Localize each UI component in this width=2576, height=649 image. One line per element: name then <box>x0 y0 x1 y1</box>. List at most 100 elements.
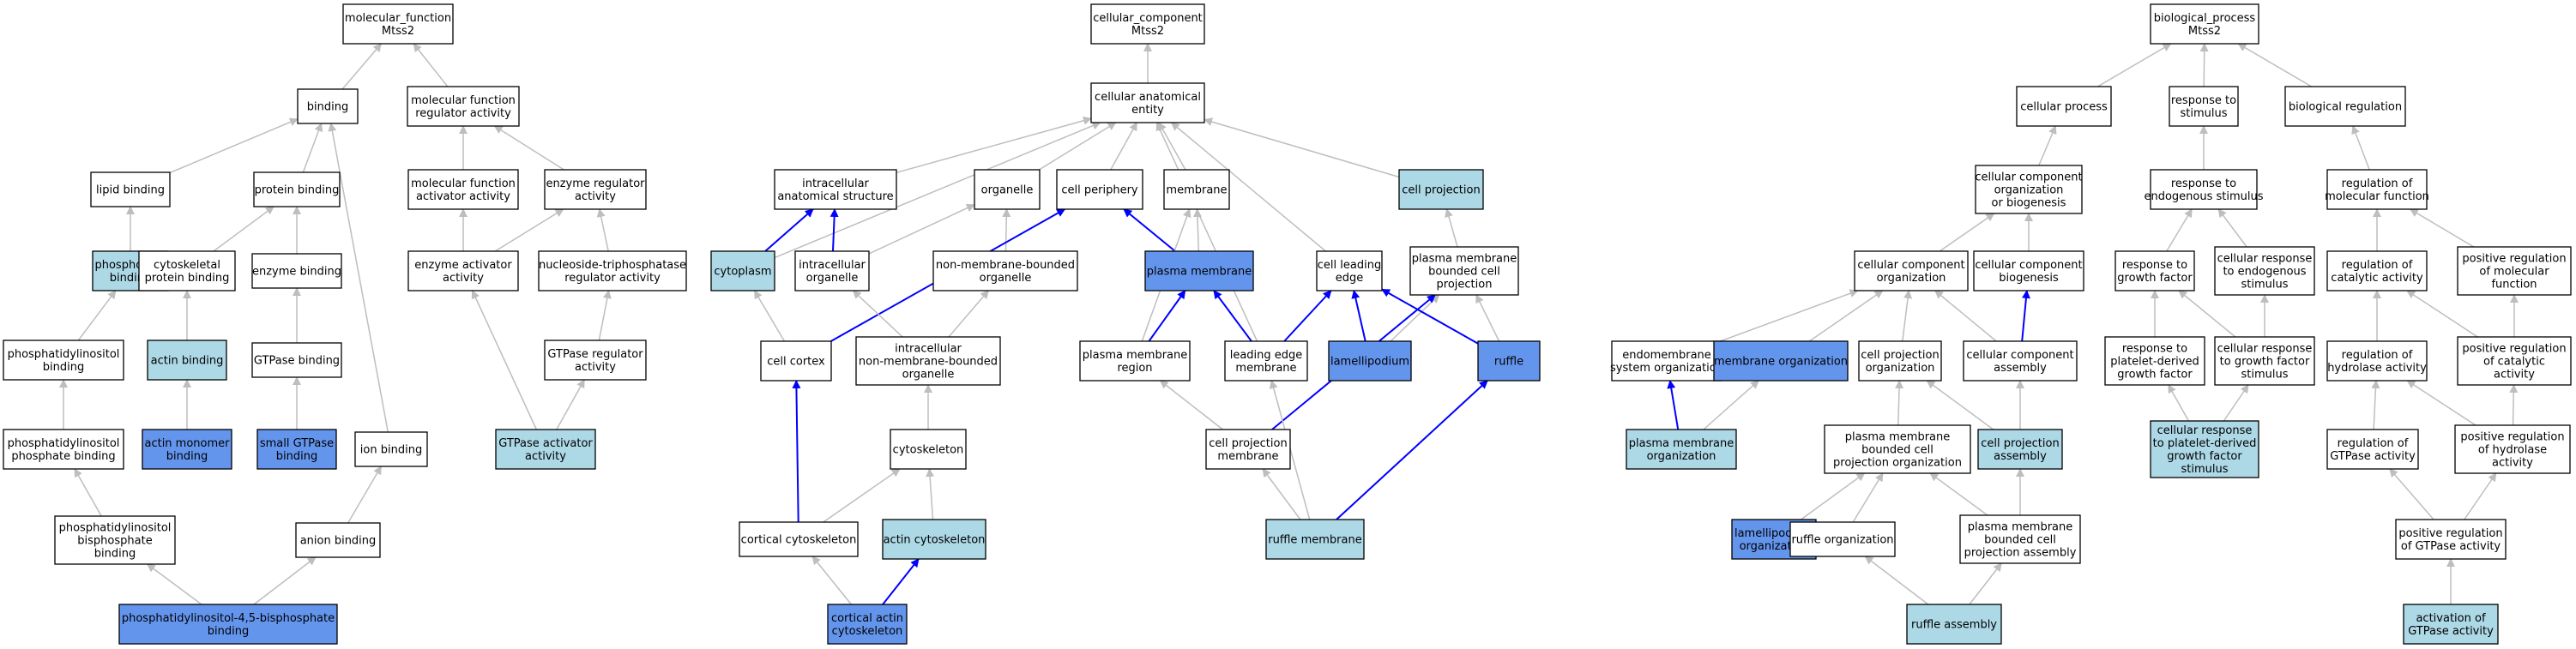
edge-pmbcpo-to-cp_org <box>1895 380 1904 426</box>
edge-cort_cyto-to-cytoskeleton <box>823 468 901 523</box>
node-bio-reg[interactable]: biological regulation <box>2284 86 2406 127</box>
node-mem-org[interactable]: membrane organization <box>1713 340 1849 382</box>
node-protein-binding[interactable]: protein binding <box>253 171 341 207</box>
node-box <box>256 429 337 470</box>
node-organelle[interactable]: organelle <box>974 169 1041 210</box>
node-ruffle-asm[interactable]: ruffle assembly <box>1906 604 2002 645</box>
node-cortex[interactable]: cell cortex <box>760 340 832 382</box>
node-label-line: of GTPase activity <box>2401 540 2501 553</box>
node-cytoskeleton[interactable]: cytoskeleton <box>890 429 967 470</box>
node-lipid-binding[interactable]: lipid binding <box>90 171 171 207</box>
edge-reg_mf-to-bio_reg <box>2351 125 2370 171</box>
node-label-line: lipid binding <box>96 184 165 197</box>
node-actin-binding[interactable]: actin binding <box>147 340 227 381</box>
edge-cr_pdgf-to-cr_gf <box>2223 384 2249 422</box>
node-binding[interactable]: binding <box>297 88 359 124</box>
node-enzyme-binding[interactable]: enzyme binding <box>251 253 342 289</box>
node-label-line: endogenous stimulus <box>2144 190 2263 203</box>
edge-lamellipodium-to-leading_edge <box>1351 290 1366 342</box>
edge-pmbcpa-to-pmbcpo <box>1929 472 1988 516</box>
node-cytoplasm[interactable]: cytoplasm <box>710 250 775 291</box>
node-pip2[interactable]: phosphatidylinositol-4,5-bisphosphatebin… <box>118 604 338 645</box>
node-anion-binding[interactable]: anion binding <box>295 522 381 558</box>
node-label-line: plasma membrane <box>1629 437 1734 450</box>
node-ruffle-mem[interactable]: ruffle membrane <box>1265 519 1365 560</box>
node-cell-proc[interactable]: cellular process <box>2016 86 2112 127</box>
node-label-line: catalytic activity <box>2331 272 2423 285</box>
node-pm[interactable]: plasma membrane <box>1144 250 1254 291</box>
node-ic-nmbo[interactable]: intracellularnon-membrane-boundedorganel… <box>855 336 1001 386</box>
node-label-line: system organization <box>1610 362 1723 375</box>
node-ruffle-org[interactable]: ruffle organization <box>1789 521 1896 557</box>
node-periphery[interactable]: cell periphery <box>1056 169 1143 210</box>
node-cell-proj[interactable]: cell projection <box>1398 169 1484 210</box>
node-ion-binding[interactable]: ion binding <box>354 431 428 467</box>
node-lamellipodium[interactable]: lamellipodium <box>1328 340 1412 382</box>
node-ruffle[interactable]: ruffle <box>1477 340 1541 382</box>
node-gtpase-binding[interactable]: GTPase binding <box>251 342 342 378</box>
node-actin-cyto[interactable]: actin cytoskeleton <box>882 519 986 560</box>
node-label-line: small GTPase <box>260 437 334 450</box>
node-box <box>544 169 647 210</box>
node-label-line: cytoskeleton <box>832 625 903 638</box>
edge-cort_actin-to-cort_cyto <box>811 556 852 605</box>
node-label-line: protein binding <box>255 184 340 197</box>
node-membrane[interactable]: membrane <box>1163 169 1230 210</box>
node-cort-cyto[interactable]: cortical cytoskeleton <box>739 521 859 557</box>
node-box <box>827 604 908 645</box>
edge-gap-to-gtpase_reg <box>556 379 585 430</box>
